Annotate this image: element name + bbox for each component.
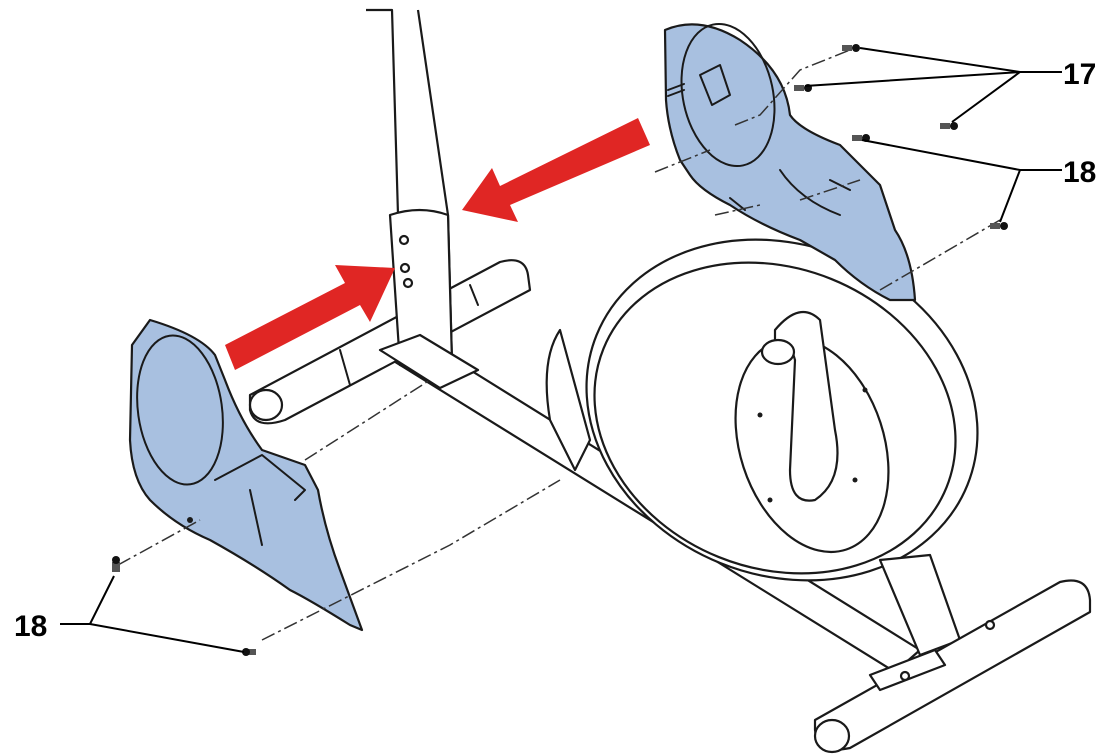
machine-frame [248,8,1092,754]
left-shield [128,318,364,632]
screw-icon [940,122,958,130]
arrow-icon [225,265,395,370]
screw-icon [112,556,120,572]
front-crossbar-cap [248,388,284,422]
callout-17: 17 [1063,58,1096,91]
screws [112,44,1008,656]
callout-18-right-group: 18 [861,139,1096,223]
upright-base-plate [378,333,480,390]
arrow-icon [462,118,650,222]
screw-icon [990,222,1008,230]
callout-18-left: 18 [14,610,47,643]
left-shield-panel [128,318,364,632]
alignment-lines [117,49,1001,641]
screw-icon [842,44,860,52]
callout-18-right: 18 [1063,156,1096,189]
right-shield-panel [663,23,917,302]
callout-17-group: 17 [804,47,1096,123]
right-shield [663,22,917,302]
callout-18-left-group: 18 [14,575,245,653]
arrow-toward-upright-from-right [462,118,650,222]
front-crossbar [248,259,532,425]
screw-icon [242,648,256,656]
arrow-toward-upright-from-left [225,265,395,370]
rear-crossbar [813,579,1092,751]
